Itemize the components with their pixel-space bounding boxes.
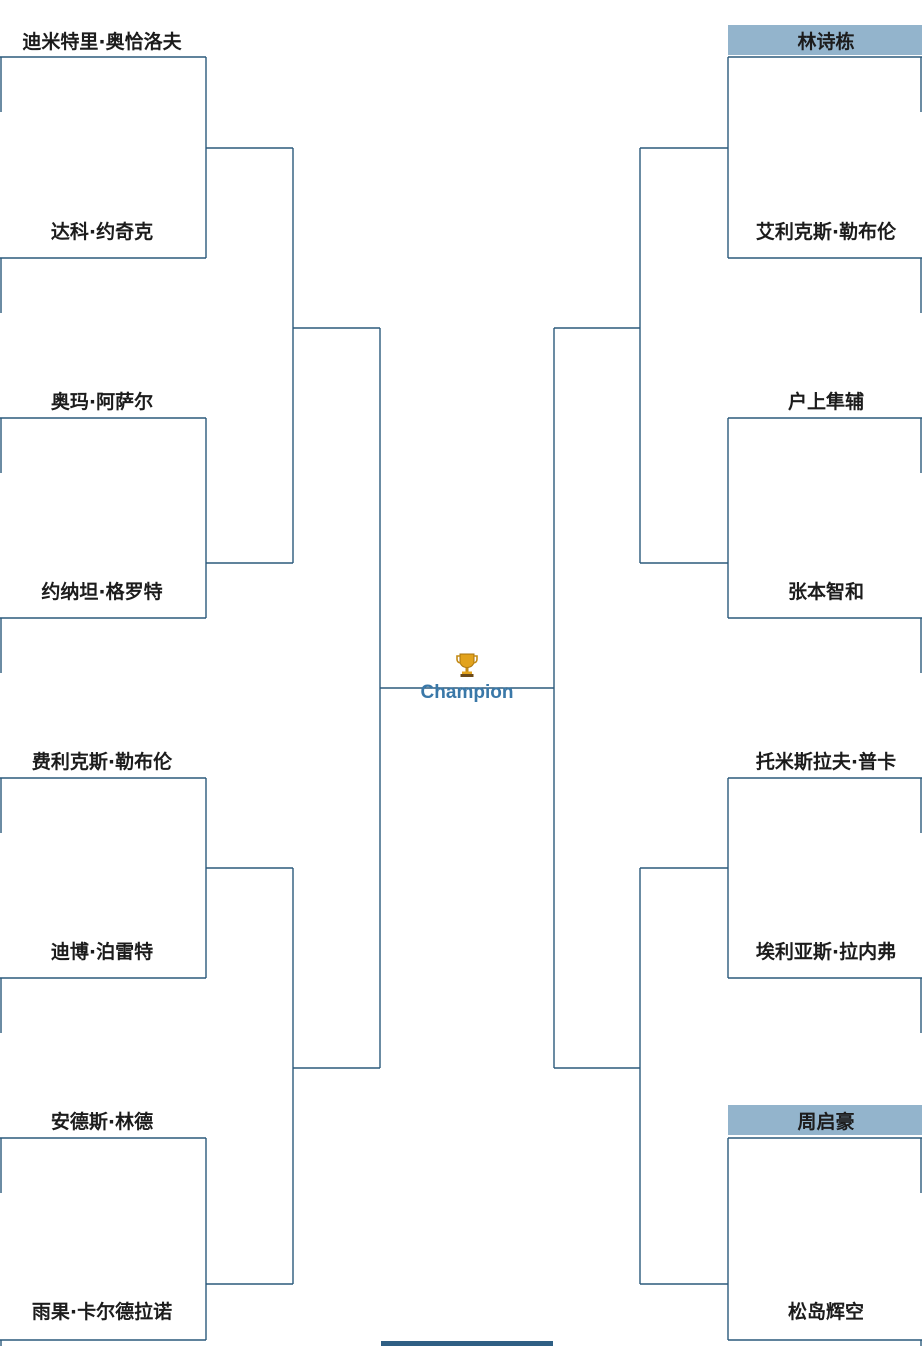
bottom-scrollbar[interactable] (381, 1341, 553, 1346)
left-player-4[interactable]: 约纳坦·格罗特 (41, 580, 163, 603)
right-player-4[interactable]: 张本智和 (787, 580, 864, 603)
trophy-icon (456, 653, 478, 677)
right-player-2[interactable]: 艾利克斯·勒布伦 (755, 220, 897, 243)
right-player-5[interactable]: 托米斯拉夫·普卡 (755, 750, 897, 773)
left-player-5[interactable]: 费利克斯·勒布伦 (31, 750, 173, 773)
champion-label: Champion (420, 682, 514, 703)
left-player-7[interactable]: 安德斯·林德 (50, 1110, 154, 1133)
right-player-8[interactable]: 松岛辉空 (787, 1300, 864, 1323)
left-player-3[interactable]: 奥玛·阿萨尔 (50, 390, 154, 413)
left-player-1[interactable]: 迪米特里·奥恰洛夫 (22, 30, 182, 53)
right-player-7[interactable]: 周启豪 (728, 1105, 922, 1135)
left-player-8[interactable]: 雨果·卡尔德拉诺 (31, 1300, 173, 1323)
left-player-6[interactable]: 迪博·泊雷特 (50, 940, 154, 963)
right-player-6[interactable]: 埃利亚斯·拉内弗 (755, 940, 897, 963)
champion-slot: Champion (380, 652, 554, 704)
right-player-1[interactable]: 林诗栋 (728, 25, 922, 55)
left-player-2[interactable]: 达科·约奇克 (50, 220, 154, 243)
right-player-3[interactable]: 户上隼辅 (787, 390, 864, 413)
